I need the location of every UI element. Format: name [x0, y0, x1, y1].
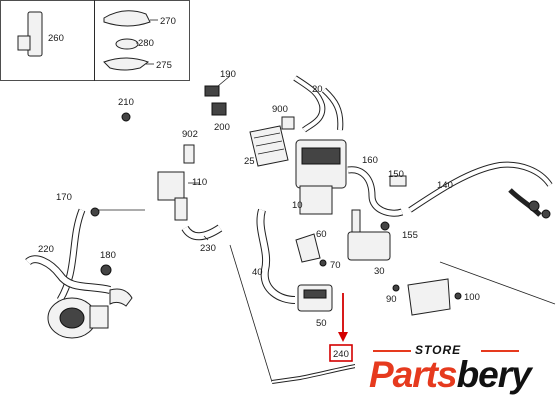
label-25: 25 [244, 156, 255, 167]
heater-10: 10 [292, 139, 347, 215]
label-230: 230 [200, 243, 216, 254]
label-240: 240 [333, 349, 349, 360]
label-20: 20 [312, 84, 323, 95]
label-60: 60 [316, 229, 327, 240]
logo-brand: Partsbery [369, 354, 532, 395]
label-155: 155 [402, 230, 418, 241]
label-90: 90 [386, 294, 397, 305]
bellows-25: 25 [244, 125, 289, 167]
label-170: 170 [56, 192, 72, 203]
clip-150: 150 [388, 169, 407, 187]
logo-brand-bery: bery [456, 354, 532, 395]
label-220: 220 [38, 244, 54, 255]
logo-store-text: STORE [415, 343, 462, 357]
logo-brand-parts: Parts [369, 354, 458, 395]
label-40: 40 [252, 267, 263, 278]
label-275: 275 [156, 60, 172, 71]
label-200: 200 [214, 122, 230, 133]
label-110: 110 [192, 177, 207, 188]
inset-box-270-280-275: 270 280 275 [94, 0, 190, 81]
clip-155: 155 [380, 221, 418, 241]
clip-90: 90 [386, 284, 400, 305]
logo-accent-left [373, 350, 411, 352]
bracket-60: 60 [295, 229, 327, 263]
bracket-80 [407, 278, 451, 316]
label-210: 210 [118, 97, 134, 108]
hose-40: 40 [252, 208, 296, 304]
label-30: 30 [374, 266, 385, 277]
pump-assembly [47, 288, 133, 339]
label-190: 190 [220, 69, 236, 80]
logo-accent-right [481, 350, 519, 352]
control-unit-30: 30 [347, 209, 391, 277]
bracket-200: 200 [211, 102, 230, 133]
label-150: 150 [388, 169, 404, 180]
clamp-180: 180 [100, 250, 116, 276]
label-100: 100 [464, 292, 480, 303]
screw-70: 70 [319, 259, 341, 271]
label-70: 70 [330, 260, 341, 271]
label-902: 902 [182, 129, 198, 140]
inset-box-260: 260 [0, 0, 95, 81]
hose-20: 20 [293, 75, 344, 133]
hose-230: 230 [181, 224, 223, 254]
label-900: 900 [272, 104, 288, 115]
screw-100: 100 [454, 292, 480, 303]
hose-240 [229, 244, 556, 384]
hose-140: 140 [408, 161, 553, 219]
label-50: 50 [316, 318, 327, 329]
hose-170: 170 [56, 192, 145, 302]
sensor-900: 900 [272, 104, 295, 130]
label-180: 180 [100, 250, 116, 261]
label-140: 140 [437, 180, 453, 191]
label-160: 160 [362, 155, 378, 166]
label-10: 10 [292, 200, 303, 211]
highlight-callout-240: 240 [329, 293, 353, 362]
valve-110: 902 110 [157, 129, 207, 221]
clip-210: 210 [118, 97, 134, 122]
label-270: 270 [160, 16, 176, 27]
label-280: 280 [138, 38, 154, 49]
label-260: 260 [48, 33, 64, 44]
hose-160: 160 [347, 155, 404, 217]
hose-220: 220 [25, 244, 111, 294]
partsbery-logo: STORE Partsbery [355, 335, 560, 419]
part-50: 50 [297, 284, 333, 329]
